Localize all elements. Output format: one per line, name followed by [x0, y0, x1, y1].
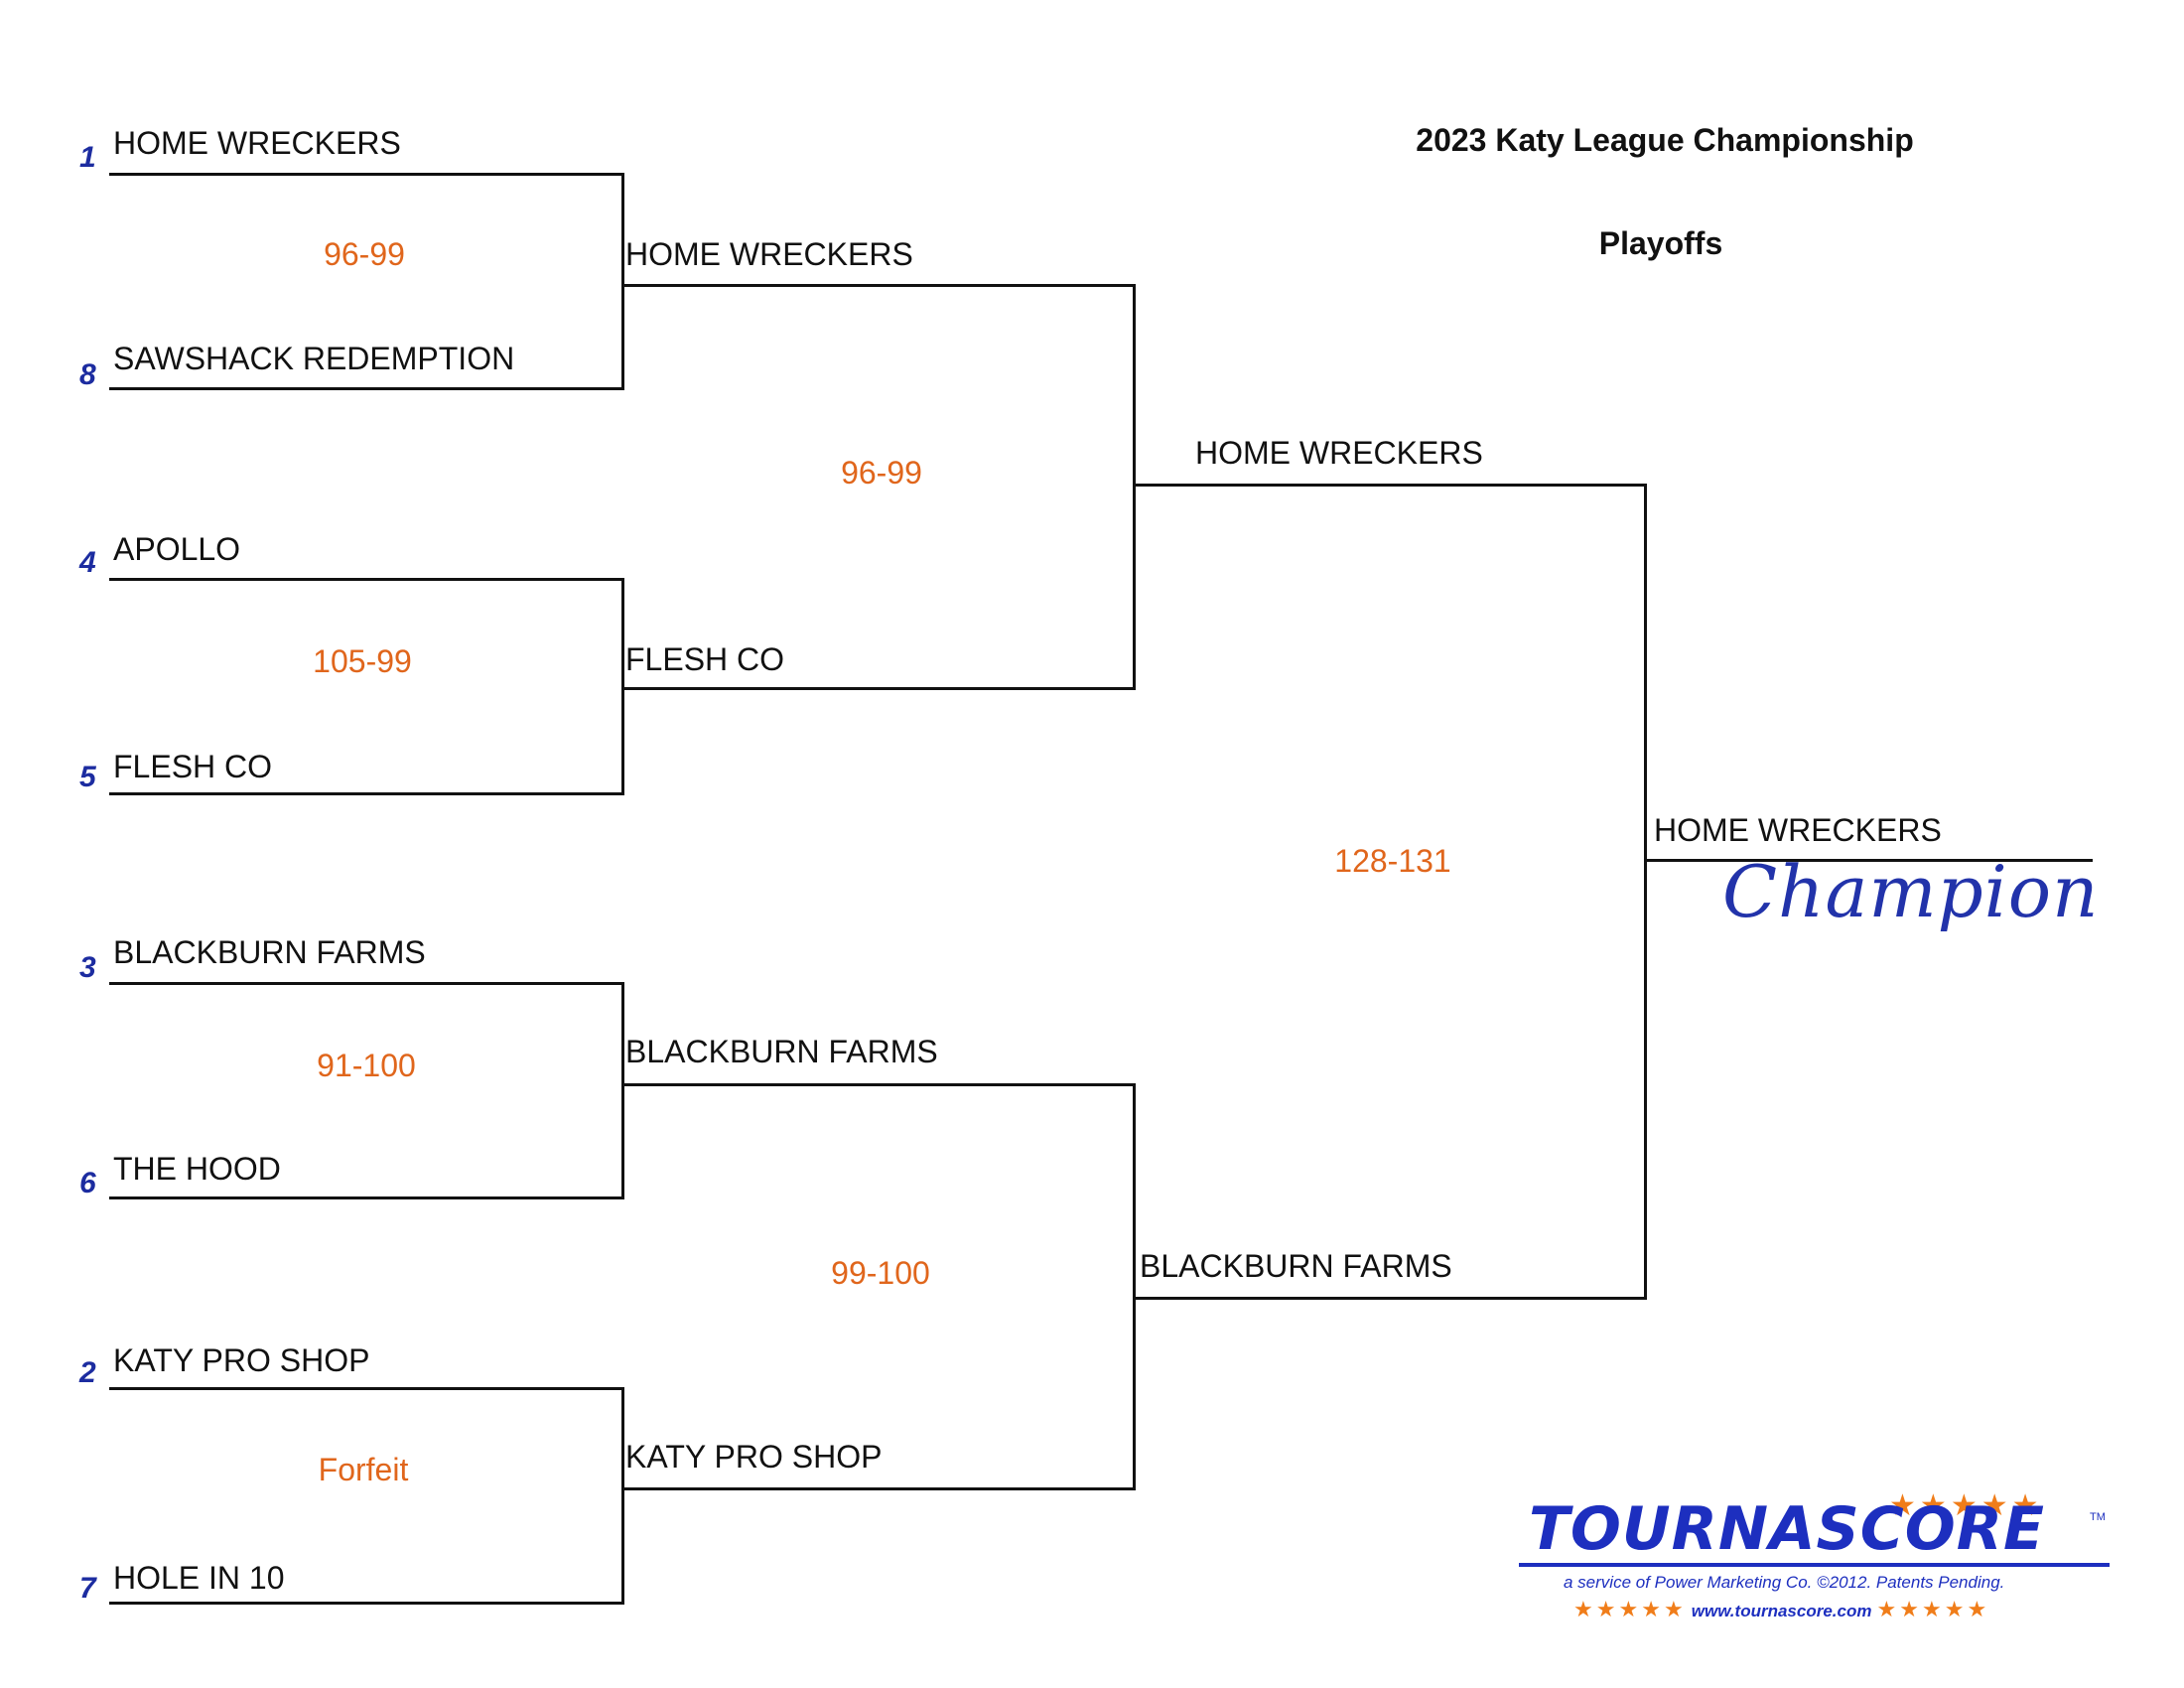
round2-team: FLESH CO: [625, 641, 785, 677]
bracket-line: [621, 284, 1136, 287]
round3-team: HOME WRECKERS: [1195, 435, 1483, 471]
bracket-line: [109, 1602, 624, 1605]
tournascore-logo: ★★★★★ TOURNASCORE TM a service of Power …: [1514, 1489, 2110, 1628]
match-score: 99-100: [831, 1255, 930, 1291]
seed-number: 6: [79, 1167, 96, 1199]
round2-team: KATY PRO SHOP: [625, 1439, 883, 1475]
bracket-line: [109, 1387, 624, 1390]
bracket-connector: [1133, 284, 1136, 690]
match-score: 128-131: [1334, 843, 1451, 879]
seed-number: 2: [79, 1356, 96, 1389]
champion-label: Champion: [1722, 850, 2100, 933]
bracket-connector: [621, 578, 624, 795]
bracket-line: [109, 387, 624, 390]
bracket-line: [109, 982, 624, 985]
bracket-line: [621, 1487, 1136, 1490]
bracket-line: [109, 578, 624, 581]
logo-tagline: a service of Power Marketing Co. ©2012. …: [1564, 1573, 2005, 1592]
page-title: 2023 Katy League Championship: [1416, 122, 1914, 158]
star-icons: ★★★★★: [1573, 1598, 1687, 1622]
round1-team: THE HOOD: [113, 1151, 281, 1187]
round1-team: HOME WRECKERS: [113, 125, 401, 161]
star-icons: ★★★★★: [1889, 1488, 2043, 1523]
trademark-mark: TM: [2090, 1511, 2106, 1523]
logo-url: www.tournascore.com: [1691, 1602, 1872, 1620]
match-score: Forfeit: [318, 1452, 409, 1487]
bracket-connector: [621, 173, 624, 390]
seed-number: 1: [79, 141, 96, 174]
round1-team: APOLLO: [113, 531, 241, 567]
round1-team: BLACKBURN FARMS: [113, 934, 426, 970]
round1-team: FLESH CO: [113, 749, 273, 784]
match-score: 105-99: [313, 643, 412, 679]
match-score: 96-99: [324, 236, 405, 272]
bracket-connector: [1644, 484, 1647, 1300]
logo-wordmark: TOURNASCORE: [1529, 1494, 2045, 1564]
bracket-connector: [621, 1387, 624, 1605]
match-score: 91-100: [317, 1048, 416, 1083]
round3-team: BLACKBURN FARMS: [1140, 1248, 1452, 1284]
match-score: 96-99: [841, 455, 922, 491]
seed-number: 5: [79, 761, 96, 793]
logo-underline: [1519, 1563, 2110, 1567]
bracket-line: [109, 1196, 624, 1199]
seed-number: 4: [79, 546, 96, 579]
champion-team: HOME WRECKERS: [1654, 812, 1942, 848]
bracket-line: [1644, 859, 2093, 862]
bracket-connector: [621, 982, 624, 1199]
bracket-line: [621, 687, 1136, 690]
page-subtitle: Playoffs: [1598, 225, 1723, 261]
seed-number: 3: [79, 951, 96, 984]
seed-number: 8: [79, 358, 96, 391]
round1-team: HOLE IN 10: [113, 1560, 285, 1596]
bracket-line: [621, 1083, 1136, 1086]
round1-team: SAWSHACK REDEMPTION: [113, 341, 515, 376]
round1-team: KATY PRO SHOP: [113, 1342, 370, 1378]
star-icons: ★★★★★: [1876, 1598, 1990, 1622]
round2-team: HOME WRECKERS: [625, 236, 913, 272]
bracket-line: [1133, 1297, 1647, 1300]
round2-team: BLACKBURN FARMS: [625, 1034, 938, 1069]
bracket-line: [109, 173, 624, 176]
bracket-line: [1133, 484, 1647, 487]
bracket-connector: [1133, 1083, 1136, 1490]
bracket-line: [109, 792, 624, 795]
logo-url-row: ★★★★★ www.tournascore.com ★★★★★: [1573, 1600, 1989, 1621]
seed-number: 7: [79, 1572, 96, 1605]
